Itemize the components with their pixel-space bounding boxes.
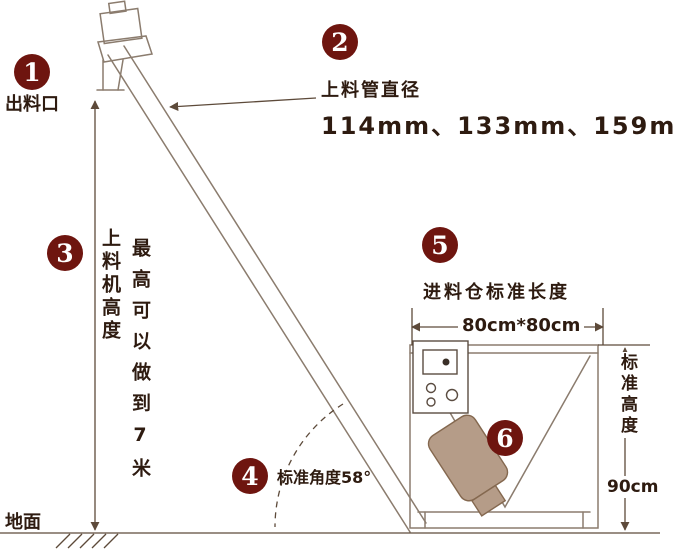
badge-1: 1 bbox=[14, 54, 50, 90]
badge-6: 6 bbox=[487, 420, 523, 456]
motor-top bbox=[97, 0, 153, 63]
pipe-diameter-options: 114mm、133mm、159mm可选 bbox=[321, 112, 674, 140]
badge-3: 3 bbox=[47, 235, 83, 271]
pipe-diameter-title: 上料管直径 bbox=[321, 80, 421, 101]
badge-5: 5 bbox=[422, 227, 458, 263]
feeder-height-note: 最高可以做到7米 bbox=[129, 238, 151, 489]
discharge-spout bbox=[96, 59, 125, 91]
ground-label: 地面 bbox=[5, 512, 41, 533]
std-height-value: 90cm bbox=[603, 476, 663, 498]
ground-hatching bbox=[55, 533, 119, 549]
ground-line bbox=[0, 532, 660, 549]
badge-4: 4 bbox=[232, 458, 268, 494]
hopper-size-label: 80cm*80cm bbox=[458, 314, 585, 337]
pipe-leader-arrow bbox=[169, 97, 317, 112]
std-height-label: 标准高度 bbox=[611, 352, 644, 438]
outlet-label: 出料口 bbox=[5, 94, 59, 115]
control-panel bbox=[412, 340, 469, 414]
badge-2: 2 bbox=[322, 24, 358, 60]
hopper-length-title: 进料仓标准长度 bbox=[423, 282, 570, 303]
drive-motor bbox=[427, 414, 509, 517]
feeder-height-label: 上料机高度 bbox=[99, 228, 121, 343]
angle-label: 标准角度58° bbox=[277, 468, 372, 487]
auger-tube bbox=[107, 45, 427, 533]
